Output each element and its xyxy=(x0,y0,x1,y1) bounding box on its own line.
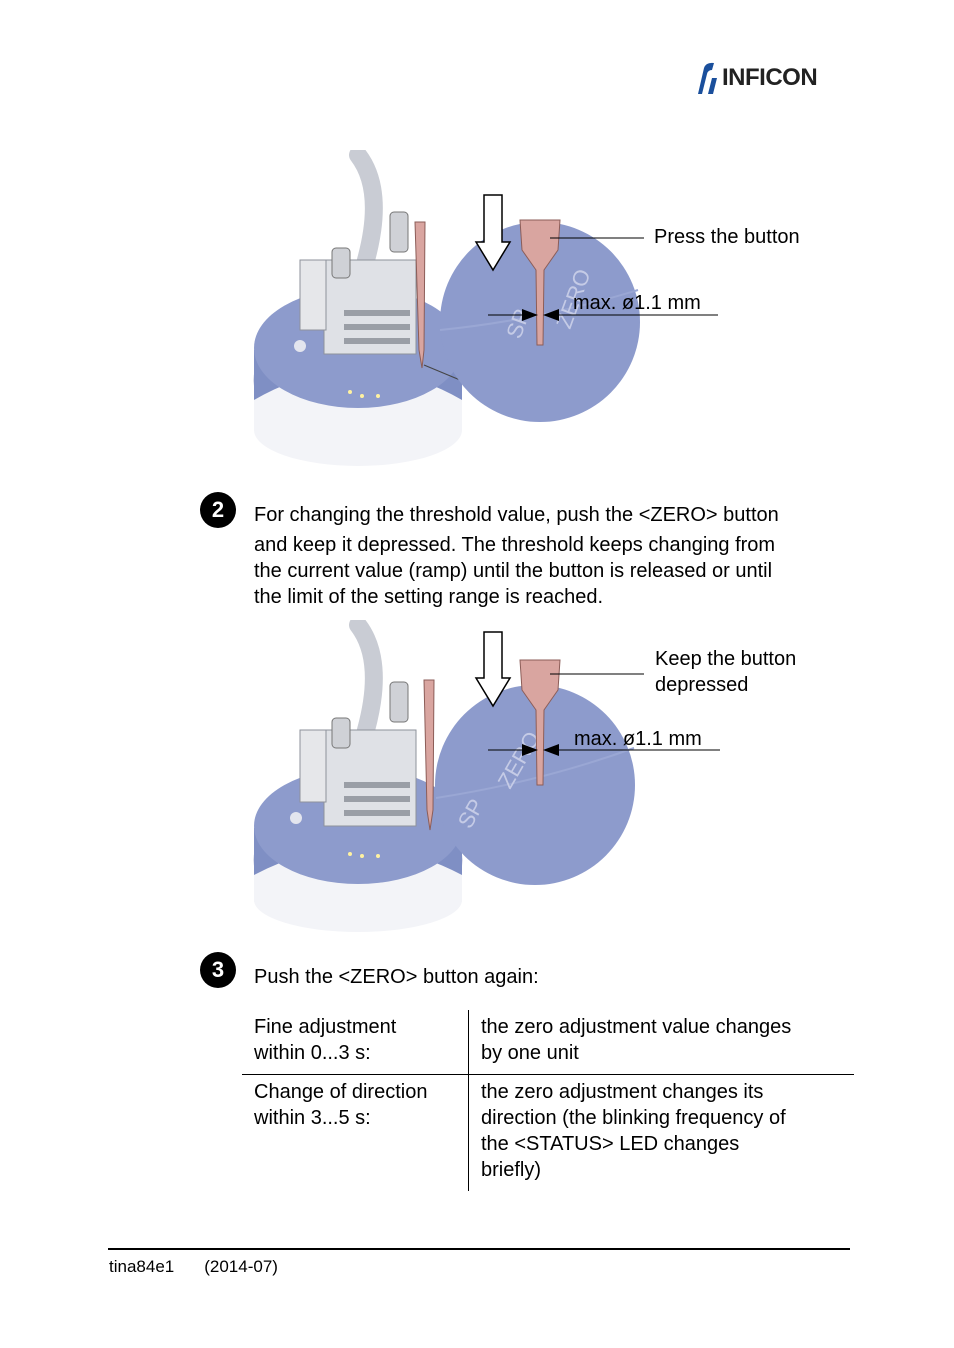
gauge-illustration: SP ZERO xyxy=(253,150,718,466)
callout-press-button: Press the button xyxy=(654,226,800,248)
inficon-logo xyxy=(698,62,717,94)
footer: tina84e1 (2014-07) xyxy=(109,1257,278,1277)
step-2-line: the limit of the setting range is reache… xyxy=(254,586,604,608)
callout-max-diameter: max. ø1.1 mm xyxy=(573,292,701,314)
table-cell-result: the zero adjustment value changes by one… xyxy=(468,1010,854,1075)
figure-keep-depressed: SP ZERO xyxy=(240,620,740,935)
callout-keep-depressed-line2: depressed xyxy=(655,674,749,696)
step-2-line: the current value (ramp) until the butto… xyxy=(254,560,773,582)
step-2-text: For changing the threshold value, push t… xyxy=(254,502,854,610)
table-row: Fine adjustment within 0...3 s: the zero… xyxy=(242,1010,854,1075)
step-2-line: For changing the threshold value, push t… xyxy=(254,504,779,526)
adjustment-table: Fine adjustment within 0...3 s: the zero… xyxy=(242,1010,854,1191)
callout-keep-depressed-line1: Keep the button xyxy=(655,648,797,670)
step-2-line: and keep it depressed. The threshold kee… xyxy=(254,534,776,556)
table-cell-condition: Change of direction within 3...5 s: xyxy=(242,1074,469,1191)
logo-wordmark: INFICON xyxy=(722,64,818,91)
step-2-marker: 2 xyxy=(200,492,236,528)
footer-doc-id: tina84e1 xyxy=(109,1257,175,1276)
gauge-illustration: SP ZERO xyxy=(253,620,720,932)
step-3-text: Push the <ZERO> button again: xyxy=(254,966,539,988)
callout-max-diameter: max. ø1.1 mm xyxy=(574,728,702,750)
footer-rule xyxy=(108,1248,850,1250)
table-row: Change of direction within 3...5 s: the … xyxy=(242,1074,854,1191)
figure-press-button: SP ZERO xyxy=(240,150,740,470)
step-3-marker: 3 xyxy=(200,952,236,988)
table-cell-result: the zero adjustment changes its directio… xyxy=(481,1081,786,1181)
footer-date: (2014-07) xyxy=(204,1257,278,1276)
table-cell-condition: Fine adjustment within 0...3 s: xyxy=(242,1010,469,1075)
